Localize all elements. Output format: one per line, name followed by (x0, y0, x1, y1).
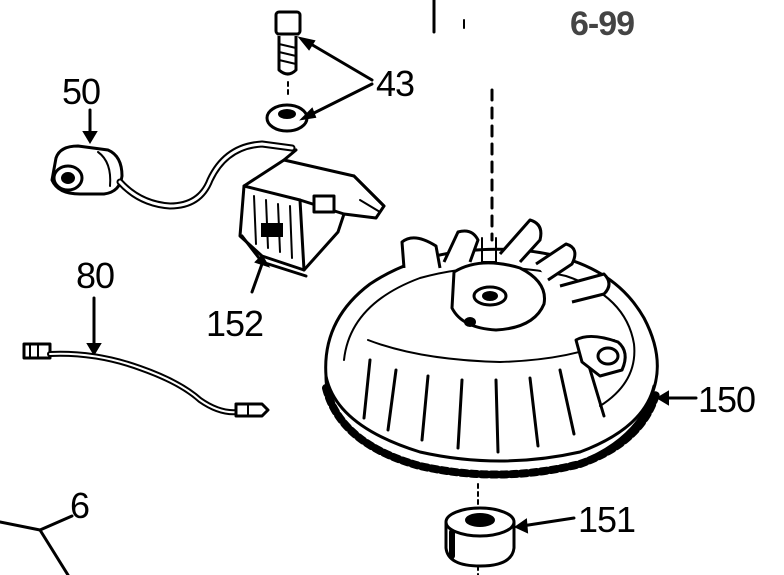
callout-150: 150 (698, 379, 755, 420)
page-mark: 6-99 (570, 5, 635, 43)
bolt-43 (274, 10, 302, 97)
leader-151 (513, 516, 576, 534)
callout-152: 152 (206, 303, 263, 344)
part-6 (0, 514, 74, 575)
callout-151: 151 (578, 499, 635, 540)
leader-80 (86, 296, 102, 356)
callout-6: 6 (70, 485, 89, 526)
callout-50: 50 (62, 71, 100, 112)
collar-151 (444, 483, 516, 575)
ignition-coil-152 (238, 148, 386, 278)
washer-43 (265, 103, 309, 133)
edge-line (432, 0, 465, 34)
ground-wire-80 (22, 342, 270, 418)
spark-plug-cap-50 (50, 140, 296, 210)
leader-43 (297, 36, 374, 121)
leader-152 (250, 254, 271, 294)
page-mark-text: 6-99 (570, 5, 634, 43)
flywheel-150 (322, 88, 660, 479)
callout-80: 80 (76, 255, 114, 296)
leader-150 (656, 390, 698, 406)
callout-43: 43 (376, 63, 414, 104)
leader-50 (82, 108, 98, 144)
